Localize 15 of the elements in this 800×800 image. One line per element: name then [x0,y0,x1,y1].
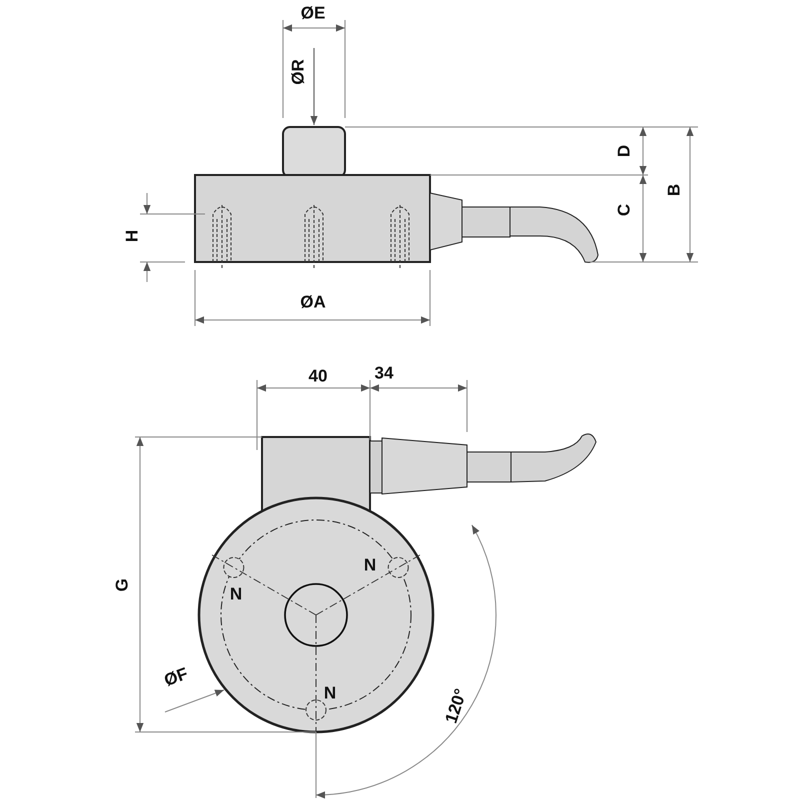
dimension-label: ØR [290,59,306,85]
dimension-label: 34 [374,364,394,382]
hole-label: N [324,684,336,702]
dimension-label: D [616,144,632,158]
dimension-label: G [114,578,130,592]
dimension-label: ØF [162,664,190,690]
hole-label: N [364,556,376,574]
hole-label: N [230,586,242,602]
angle-label: 120° [442,686,470,726]
dimension-label: 40 [308,368,328,384]
dimension-label: C [616,204,632,216]
dimension-label: ØE [300,4,326,22]
dimension-label: B [666,184,682,196]
dimension-label: H [124,230,140,242]
dimension-label: ØA [300,294,326,310]
